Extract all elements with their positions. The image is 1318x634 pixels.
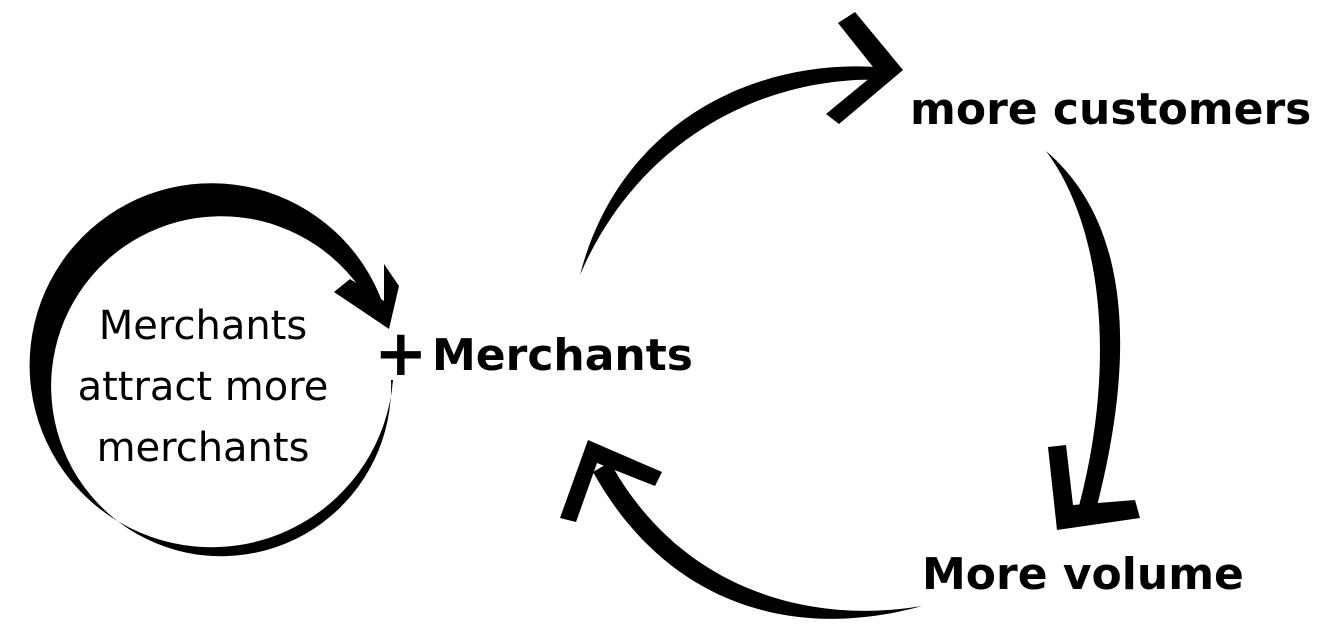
node-merchants: Merchants bbox=[432, 330, 693, 381]
arc-customers-to-volume bbox=[1046, 151, 1121, 510]
node-more-customers: more customers bbox=[910, 84, 1312, 135]
arrowhead-to-customers bbox=[826, 12, 903, 124]
self-loop-arrowhead bbox=[334, 264, 399, 329]
node-more-volume: More volume bbox=[922, 549, 1244, 600]
self-loop-line-2: attract more bbox=[77, 364, 329, 410]
plus-icon: + bbox=[374, 317, 428, 391]
arrowhead-to-volume bbox=[1048, 445, 1140, 530]
self-loop-line-1: Merchants bbox=[98, 303, 308, 349]
self-loop-label: Merchants attract more merchants bbox=[42, 296, 364, 479]
arc-volume-to-merchants bbox=[593, 462, 922, 619]
self-loop-line-3: merchants bbox=[96, 425, 310, 471]
arc-merchants-to-customers bbox=[580, 66, 888, 275]
arrowhead-to-merchants bbox=[560, 440, 662, 522]
